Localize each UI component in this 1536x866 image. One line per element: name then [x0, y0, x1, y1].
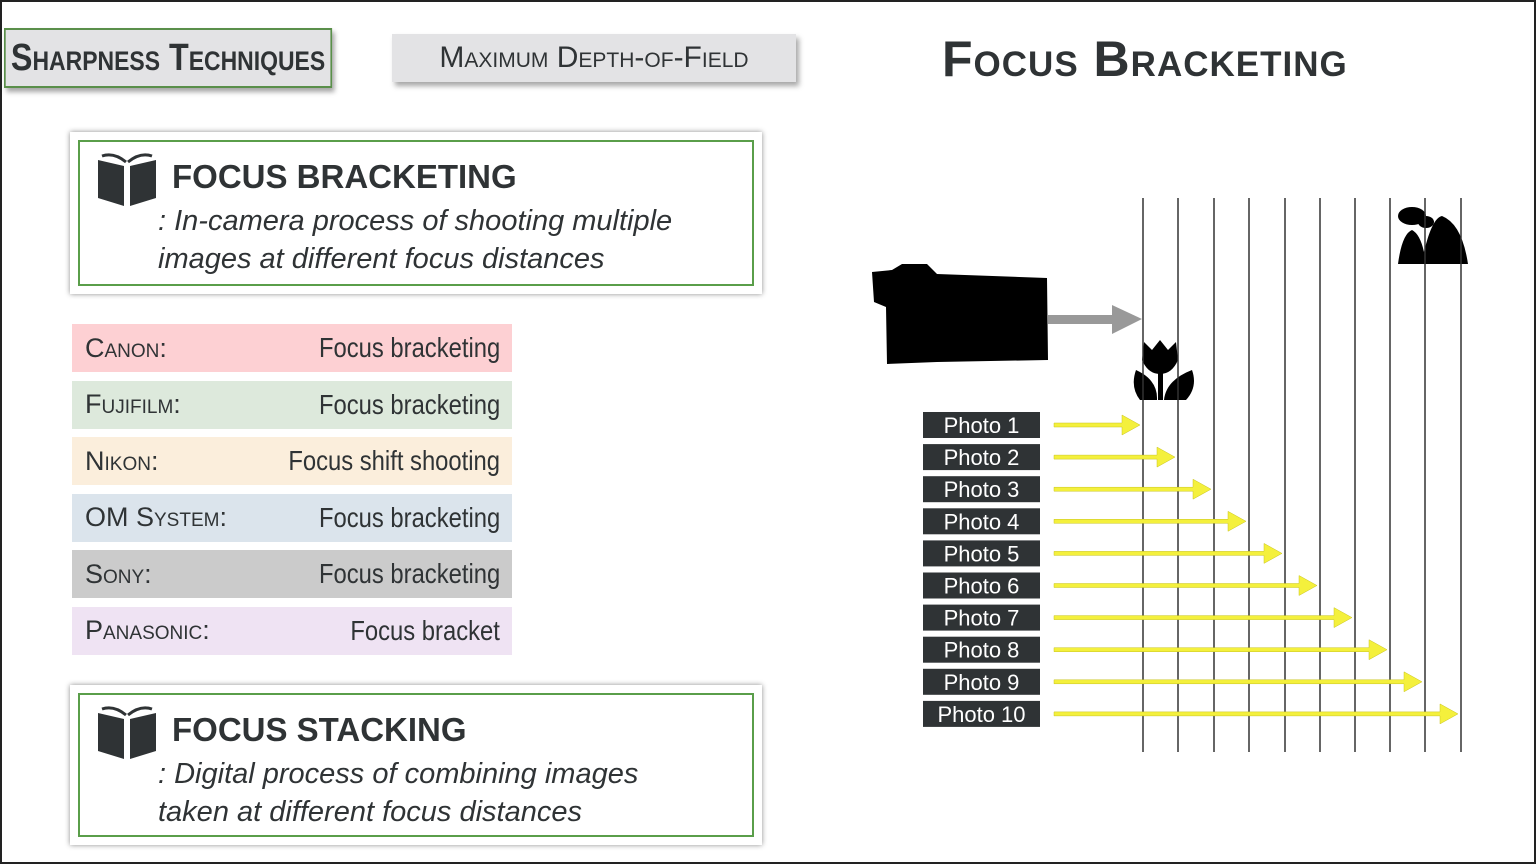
- focus-planes: [1142, 198, 1462, 752]
- photo-label-bg: [923, 572, 1040, 599]
- photo-row: Photo 9: [923, 668, 1423, 695]
- photo-label-bg: [923, 668, 1040, 695]
- photo-row: Photo 2: [923, 444, 1176, 471]
- focus-arrow: [1053, 639, 1388, 661]
- photo-label: Photo 1: [944, 413, 1020, 438]
- brand-mode: Focus bracketing: [318, 501, 500, 533]
- brand-row: Nikon: Focus shift shooting: [72, 437, 512, 485]
- photo-label: Photo 10: [937, 702, 1025, 727]
- direction-arrow: [1048, 305, 1142, 334]
- brand-row: Canon: Focus bracketing: [72, 324, 512, 372]
- photo-label-bg: [923, 476, 1040, 503]
- focus-arrow: [1053, 414, 1141, 436]
- photo-label-bg: [923, 444, 1040, 471]
- focus-arrow: [1053, 671, 1423, 693]
- slide-title: Focus Bracketing: [942, 31, 1348, 87]
- focus-arrow: [1053, 446, 1176, 468]
- brand-mode: Focus bracket: [350, 614, 500, 646]
- photo-label: Photo 4: [944, 509, 1020, 534]
- definition-text: : In-camera process of shooting multiple…: [158, 205, 673, 275]
- photo-row: Photo 3: [923, 476, 1212, 503]
- photo-label: Photo 9: [944, 670, 1020, 695]
- focus-arrow: [1053, 575, 1318, 596]
- photo-label-bg: [923, 604, 1040, 631]
- focus-arrow: [1053, 542, 1283, 564]
- photo-label-bg: [923, 540, 1040, 567]
- focus-arrow: [1053, 703, 1459, 725]
- brand-row: OM System: Focus bracketing: [72, 493, 512, 542]
- brand-mode: Focus shift shooting: [288, 445, 500, 476]
- focus-arrow: [1053, 510, 1247, 532]
- photo-row: Photo 1: [923, 412, 1141, 438]
- photo-row: Photo 8: [923, 636, 1388, 663]
- photo-row: Photo 10: [923, 700, 1459, 727]
- photo-label: Photo 7: [944, 606, 1020, 631]
- photo-label-bg: [923, 700, 1040, 727]
- definition-term: FOCUS BRACKETING: [172, 158, 517, 195]
- brand-row: Panasonic: Focus bracket: [72, 606, 512, 655]
- brand-mode: Focus bracketing: [318, 388, 500, 420]
- photo-row: Photo 5: [923, 540, 1283, 567]
- camera-icon: [872, 264, 1048, 364]
- definition-card-bracketing: FOCUS BRACKETING : In-camera process of …: [70, 132, 762, 294]
- section-tab-label: Sharpness Techniques: [10, 36, 326, 79]
- photo-label-bg: [923, 508, 1040, 535]
- topic-tab: Maximum Depth-of-Field: [392, 34, 796, 82]
- brand-name: Sony:: [85, 558, 152, 589]
- brand-row: Fujifilm: Focus bracketing: [72, 380, 512, 429]
- definition-term: FOCUS STACKING: [172, 711, 467, 748]
- focus-arrow: [1053, 478, 1212, 500]
- brand-name: Fujifilm:: [85, 389, 181, 419]
- photo-label-bg: [923, 412, 1040, 438]
- brand-mode: Focus bracketing: [318, 558, 500, 589]
- brand-row: Sony: Focus bracketing: [72, 550, 512, 598]
- flower-icon: [1133, 340, 1194, 400]
- photo-label: Photo 8: [944, 638, 1020, 663]
- book-icon: [98, 706, 156, 759]
- brand-mode: Focus bracketing: [318, 332, 500, 363]
- photo-label: Photo 5: [944, 541, 1020, 566]
- focus-arrow: [1053, 607, 1353, 629]
- photo-label: Photo 2: [944, 445, 1020, 470]
- definition-card-stacking: FOCUS STACKING : Digital process of comb…: [70, 685, 762, 845]
- photo-row: Photo 6: [923, 572, 1318, 599]
- photo-label: Photo 6: [944, 574, 1020, 599]
- brand-name: Panasonic:: [85, 615, 210, 645]
- section-tab: Sharpness Techniques: [4, 28, 333, 88]
- brand-name: Canon:: [85, 332, 167, 363]
- brand-name: Nikon:: [85, 445, 159, 476]
- photo-row: Photo 4: [923, 508, 1247, 535]
- photo-row: Photo 7: [923, 604, 1353, 631]
- photo-label: Photo 3: [944, 477, 1020, 502]
- landscape-icon: [1398, 207, 1468, 264]
- topic-tab-label: Maximum Depth-of-Field: [439, 41, 749, 74]
- photo-label-bg: [923, 636, 1040, 663]
- brand-name: OM System:: [85, 502, 227, 532]
- book-icon: [98, 153, 156, 206]
